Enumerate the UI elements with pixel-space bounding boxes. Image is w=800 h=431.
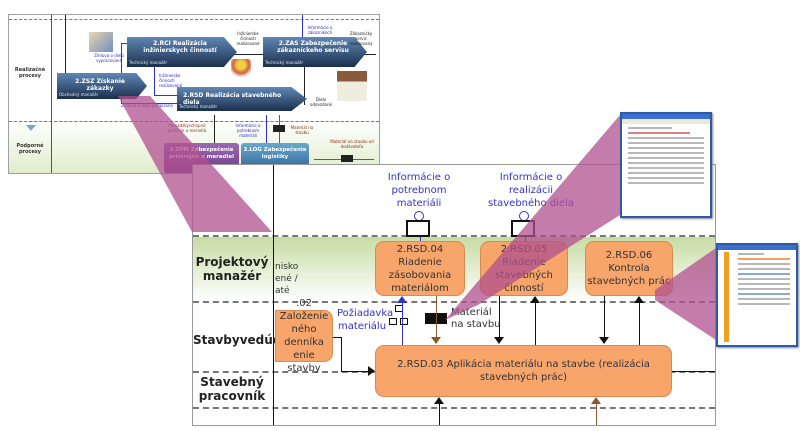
connector [65,15,66,73]
note-service-done: Zákaznícky servis realizovaný [349,31,373,46]
connector [604,296,605,338]
lane-realization [9,19,379,122]
lane-label-column [9,15,52,173]
connector [227,54,267,55]
connector [302,15,303,41]
connector [333,337,341,338]
partial-text-line: nisko [275,262,299,272]
documents-photo [89,32,113,52]
arrow-head [634,296,644,303]
connector [596,403,597,425]
connector [304,67,305,105]
process-2-rsd-06[interactable]: 2.RSD.06 Kontrola stavebných prác [585,241,673,296]
lane-label-realization: Realizačné procesy [14,67,46,79]
connector [154,95,181,96]
process-2-rsd-03[interactable]: 2.RSD.03 Aplikácia materiálu na stavbe (… [375,345,672,397]
message-label-construction-info: Informácie o realizácii stavebného diela [488,172,574,209]
worker-figure-image [231,59,251,83]
process-title: 2.ZSZ Získanie zákazky [75,78,125,92]
process-title: 2.RCI Realizácia inžinierskych činností [143,40,217,54]
connector [402,299,403,345]
note-contract-prepared: Zmluva o dielo vypracovaná [94,53,124,63]
process-owner: Obchodný manažér [59,92,99,97]
house-photo [337,71,367,101]
note-engineering-done: Inžinierske činnosti realizované [159,73,183,88]
note-engineering-done-2: Inžinierske činnosti realizované [236,31,260,46]
connector [535,303,536,345]
process-2-rsd-04[interactable]: 2.RSD.04 Riadenie zásobovania materiálom [375,241,465,296]
note-material-to-site: Materiál na stavbu [290,125,314,135]
arrow-head [591,397,601,404]
callout-wedge-document-2 [655,248,716,340]
arrow-head [494,337,504,344]
note-material-from-supplier: Materiál na stavbu od dodávateľa [330,139,374,149]
request-material-label: Požiadavka materiálu [337,308,394,332]
arrow-head [530,296,540,303]
connector [121,43,131,44]
connector [436,296,437,338]
connector [420,237,421,241]
process-title: 3.LOG Zabezpečenie logistiky [243,147,307,160]
connector [639,303,640,345]
lane-label-project-manager: Projektový manažér [195,255,269,283]
arrow-head [368,366,375,376]
lane-label-site-manager: Stavbyvedúci [193,333,285,347]
partial-text: nisko ené / até [275,261,298,297]
connector [672,371,715,372]
note-material-info: Informácie o potrebnom materiáli [235,123,261,138]
process-owner: Technický manažér [265,60,304,65]
truck-icon [341,155,353,162]
envelope-at-icon[interactable] [406,220,430,237]
process-owner: Technický manažér [179,104,218,109]
process-title: 2.RSD Realizácia stavebného diela [183,92,282,106]
lane-label-construction-worker: Stavebný pracovník [198,375,266,403]
process-title: 2.ZAS Zabezpečenie zákazníckeho servisu [277,40,349,54]
note-work-handed-over: Dielo odovzdané [310,97,332,107]
truck-icon [273,125,285,132]
material-to-site-label: Materiál na stavbu [451,307,501,330]
collapse-triangle-icon[interactable] [26,125,36,131]
callout-wedge-overview [118,96,272,232]
message-label-material-info: Informácie o potrebnom materiáli [387,172,451,209]
connector [266,115,267,150]
arrow-head [397,296,407,303]
arrow-head [599,337,609,344]
process-owner: Technický manažér [129,60,168,65]
connector [341,337,342,371]
note-instruments-ready: Prevádzkyschopné prístroje a meradlá [167,123,207,133]
connector [439,403,440,425]
partial-text-line: ené / [275,274,298,284]
lane-divider [273,165,274,425]
arrow-head [431,337,441,344]
partial-text-line: até [275,286,290,296]
connector [364,54,376,55]
lane-bottom [193,407,715,425]
connector [341,371,369,372]
arrow-head [434,397,444,404]
note-customer-info: Informácie o zákazníkoch [307,25,333,35]
lane-site-manager [193,301,715,371]
callout-wedge-document-1 [445,115,620,320]
document-thumbnail-word[interactable] [620,112,712,218]
connector [499,296,500,338]
connector [154,65,155,95]
document-thumbnail-pdf[interactable] [716,243,798,347]
lane-label-support: Podporné procesy [16,143,44,155]
